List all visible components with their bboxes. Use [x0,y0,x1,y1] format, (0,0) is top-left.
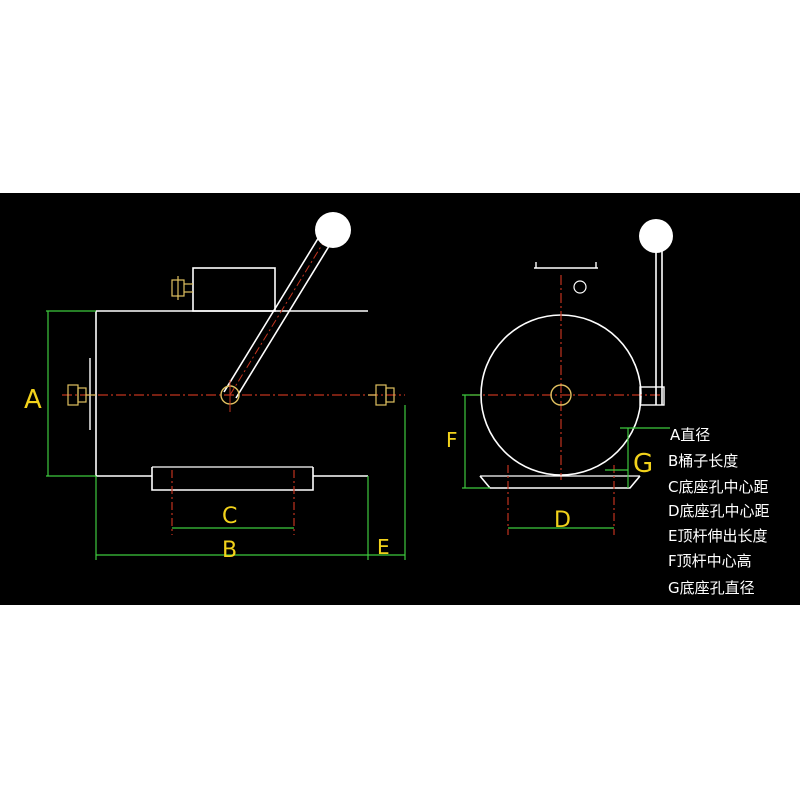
label-f: F [446,428,458,452]
hub-nut [550,384,572,406]
right-rod-nut [368,384,395,406]
dimension-f [462,394,490,489]
top-nut [573,280,587,294]
label-b: B [222,538,237,563]
drawing-background [0,193,800,605]
dimension-b [95,476,369,560]
legend-item: F顶杆中心高 [668,552,752,570]
legend-item: G底座孔直径 [668,579,755,597]
legend-item: C底座孔中心距 [668,478,768,496]
front-handle-knob [639,219,673,253]
legend-item: B桶子长度 [668,452,738,470]
label-d: D [554,508,571,533]
handle-lever [223,231,335,399]
left-rod-nut [67,384,96,406]
handle-knob [315,212,351,248]
label-c: C [222,504,237,529]
legend-item: D底座孔中心距 [668,502,770,520]
dimension-a [46,310,96,477]
label-e: E [377,535,390,559]
legend-item: E顶杆伸出长度 [668,527,767,545]
gearbox-housing [192,267,276,312]
dimension-g [605,427,670,488]
label-a: A [24,385,42,415]
base-plate [151,467,314,491]
front-base [479,475,641,489]
legend: A直径 B桶子长度 C底座孔中心距 D底座孔中心距 E顶杆伸出长度 F顶杆中心高… [668,426,770,597]
legend-item: A直径 [670,426,710,444]
side-view [46,212,406,560]
dimension-e [368,405,406,560]
handle-bracket [639,386,665,406]
label-g: G [633,449,653,479]
gearbox-bolt [171,276,193,300]
front-view [462,219,673,535]
